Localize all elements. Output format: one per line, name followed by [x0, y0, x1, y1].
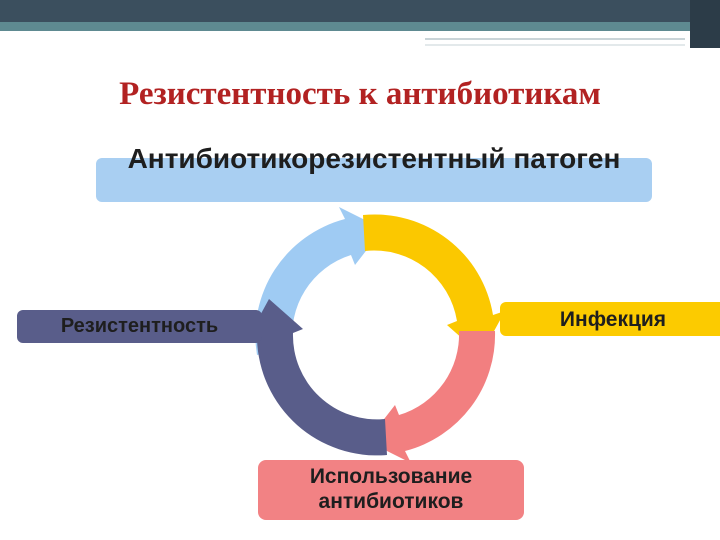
pathogen-label: Антибиотикорезистентный патоген	[127, 143, 621, 174]
infection-box	[500, 302, 720, 336]
slide-title: Резистентность к антибиотикам	[119, 76, 601, 112]
infection-label: Инфекция	[559, 308, 667, 331]
cycle-arrow-navy	[245, 299, 387, 456]
resistance-box	[17, 310, 262, 343]
cycle-arrow-pink	[367, 331, 496, 463]
slide-header-rule-light	[425, 44, 685, 46]
resistance-label: Резистентность	[60, 315, 219, 337]
slide-header-accent	[0, 22, 720, 31]
slide-header-corner	[690, 0, 720, 48]
slide-header-bar	[0, 0, 720, 22]
slide-header-rule	[425, 38, 685, 40]
cycle-arrow-yellow	[363, 214, 505, 355]
antibiotic-usage-box	[258, 460, 524, 520]
pathogen-box	[96, 158, 652, 202]
antibiotic-usage-label: Использование антибиотиков	[309, 465, 473, 513]
cycle-diagram	[245, 207, 505, 463]
